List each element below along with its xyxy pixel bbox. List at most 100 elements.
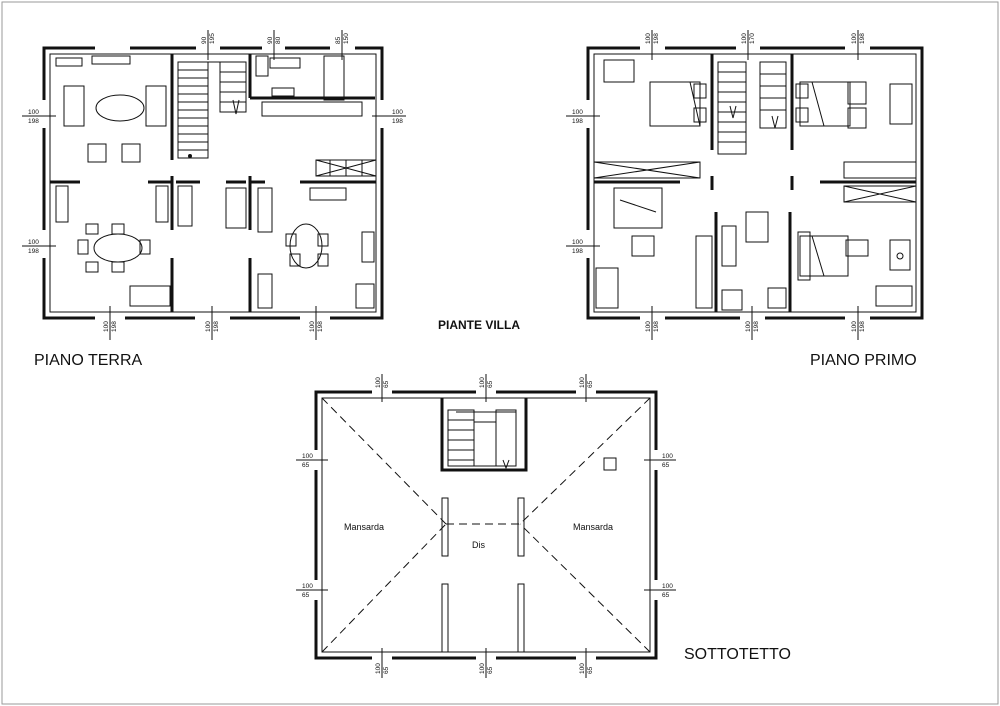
room-label-dis: Dis xyxy=(472,540,485,550)
dimension-label: 198 xyxy=(653,33,660,44)
dimension-label: 100 xyxy=(302,453,313,460)
floor-plan-piano-terra xyxy=(42,46,384,320)
floor-plan-piano-primo xyxy=(586,46,924,320)
plan-label-piano-terra: PIANO TERRA xyxy=(34,352,143,369)
room-label-mansarda-right: Mansarda xyxy=(573,522,613,532)
sotto-staircase xyxy=(447,409,517,470)
terra-staircase xyxy=(177,61,247,159)
plan-label-piano-primo: PIANO PRIMO xyxy=(810,352,917,369)
dimension-label: 65 xyxy=(587,666,594,674)
dimension-label: 198 xyxy=(28,248,39,255)
dimension-label: 195 xyxy=(209,33,216,44)
dimension-label: 65 xyxy=(662,462,670,469)
dimension-label: 80 xyxy=(275,36,282,44)
dimension-label: 85 xyxy=(335,36,342,44)
dimension-label: 100 xyxy=(645,321,652,332)
dimension-label: 65 xyxy=(302,462,310,469)
terra-living-furniture xyxy=(55,57,171,307)
dimension-label: 90 xyxy=(201,36,208,44)
sotto-stair-enclosure xyxy=(440,398,528,472)
dimension-label: 198 xyxy=(572,248,583,255)
dimension-label: 100 xyxy=(28,109,39,116)
dimension-label: 100 xyxy=(851,321,858,332)
terra-right-furniture xyxy=(177,185,375,309)
dimension-label: 100 xyxy=(479,377,486,388)
primo-bedroom-furniture xyxy=(593,59,917,311)
dimension-label: 100 xyxy=(302,583,313,590)
dimension-label: 198 xyxy=(111,321,118,332)
dimension-label: 100 xyxy=(375,663,382,674)
dimension-label: 100 xyxy=(741,33,748,44)
dimension-label: 100 xyxy=(103,321,110,332)
dimension-label: 90 xyxy=(267,36,274,44)
dimension-label: 100 xyxy=(662,453,673,460)
dimension-label: 65 xyxy=(302,592,310,599)
dimension-label: 100 xyxy=(572,109,583,116)
dimension-label: 65 xyxy=(383,666,390,674)
dimension-label: 100 xyxy=(662,583,673,590)
terra-interior-walls xyxy=(50,54,376,312)
sotto-central-walls xyxy=(441,457,617,653)
terra-kitchen xyxy=(255,55,377,177)
dimension-label: 198 xyxy=(859,33,866,44)
room-labels: Mansarda Mansarda Dis xyxy=(344,522,613,550)
dimension-label: 198 xyxy=(213,321,220,332)
primo-staircase xyxy=(717,61,787,155)
dimension-label: 198 xyxy=(572,118,583,125)
dimension-label: 100 xyxy=(579,377,586,388)
dimension-label: 100 xyxy=(309,321,316,332)
dimension-label: 100 xyxy=(375,377,382,388)
plan-label-sottotetto: SOTTOTETTO xyxy=(684,646,791,663)
dimension-label: 100 xyxy=(572,239,583,246)
dimension-label: 150 xyxy=(343,33,350,44)
dimension-label: 100 xyxy=(392,109,403,116)
dimension-label: 65 xyxy=(383,380,390,388)
dimension-label: 100 xyxy=(479,663,486,674)
dimension-label: 198 xyxy=(653,321,660,332)
dimension-label: 100 xyxy=(745,321,752,332)
dimension-label: 100 xyxy=(851,33,858,44)
sotto-roof-ridges xyxy=(321,397,651,653)
primo-interior-walls xyxy=(594,54,916,312)
dimension-label: 198 xyxy=(28,118,39,125)
dimension-label: 198 xyxy=(317,321,324,332)
dimension-label: 100 xyxy=(645,33,652,44)
dimension-label: 65 xyxy=(487,380,494,388)
dimension-label: 170 xyxy=(749,33,756,44)
dimension-label: 100 xyxy=(205,321,212,332)
dimension-label: 100 xyxy=(579,663,586,674)
sheet-title: PIANTE VILLA xyxy=(438,318,521,332)
dimension-label: 198 xyxy=(753,321,760,332)
dimension-label: 65 xyxy=(487,666,494,674)
dimension-label: 100 xyxy=(28,239,39,246)
dimension-label: 65 xyxy=(587,380,594,388)
room-label-mansarda-left: Mansarda xyxy=(344,522,384,532)
